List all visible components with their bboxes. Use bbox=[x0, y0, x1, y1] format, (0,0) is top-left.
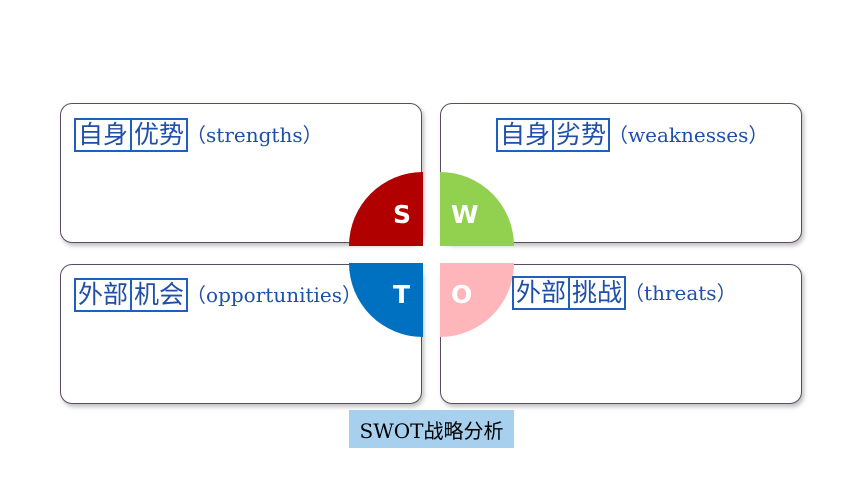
letter-s: S bbox=[393, 200, 412, 229]
threats-en: （threats） bbox=[624, 281, 737, 305]
strengths-cn-2: 优势 bbox=[130, 118, 189, 152]
weaknesses-cn-2: 劣势 bbox=[552, 118, 611, 152]
quadrant-o-pink bbox=[440, 263, 514, 337]
opportunities-en: （opportunities） bbox=[186, 283, 363, 307]
weaknesses-cn-1: 自身 bbox=[496, 118, 555, 152]
quadrant-w-green bbox=[440, 172, 514, 246]
opportunities-cn-2: 机会 bbox=[130, 278, 189, 312]
opportunities-label: 外部 机会 （opportunities） bbox=[74, 278, 362, 312]
quadrant-t-blue bbox=[349, 263, 423, 337]
strengths-label: 自身 优势 （strengths） bbox=[74, 118, 323, 152]
weaknesses-en: （weaknesses） bbox=[608, 123, 769, 147]
letter-t: T bbox=[393, 280, 411, 309]
threats-label: 外部 挑战 （threats） bbox=[512, 276, 737, 310]
threats-cn-1: 外部 bbox=[512, 276, 571, 310]
letter-o: O bbox=[451, 280, 473, 309]
weaknesses-label: 自身 劣势 （weaknesses） bbox=[496, 118, 768, 152]
opportunities-cn-1: 外部 bbox=[74, 278, 133, 312]
threats-cn-2: 挑战 bbox=[568, 276, 627, 310]
quadrant-s-red bbox=[349, 172, 423, 246]
letter-w: W bbox=[451, 200, 479, 229]
diagram-caption: SWOT战略分析 bbox=[349, 410, 514, 448]
strengths-en: （strengths） bbox=[186, 123, 323, 147]
strengths-cn-1: 自身 bbox=[74, 118, 133, 152]
